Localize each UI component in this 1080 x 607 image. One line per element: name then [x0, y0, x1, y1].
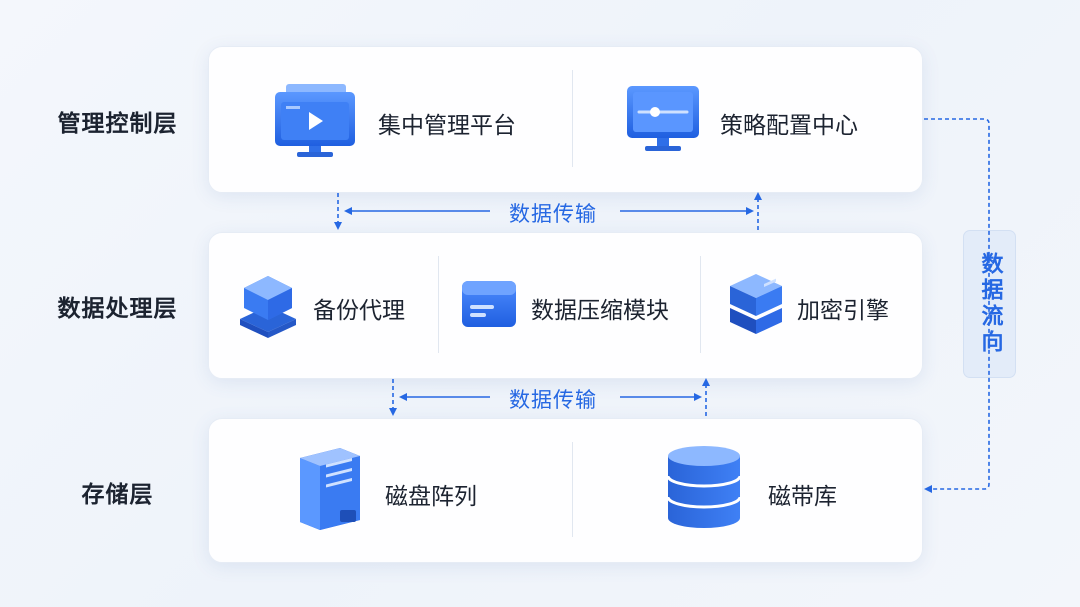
encryption-engine-label: 加密引擎 — [797, 298, 889, 324]
data-transfer-label-lower: 数据传输 — [509, 388, 597, 412]
database-icon — [666, 446, 742, 528]
central-management-platform-label: 集中管理平台 — [378, 113, 516, 139]
management-divider — [572, 70, 573, 167]
processing-divider-1 — [438, 256, 439, 353]
storage-divider — [572, 442, 573, 537]
encryption-stack-icon — [730, 274, 782, 334]
stacked-layers-icon — [240, 276, 296, 338]
data-flow-box: 数据流向 — [963, 230, 1016, 378]
monitor-play-icon — [275, 84, 355, 157]
data-transfer-label-upper: 数据传输 — [509, 202, 597, 226]
processing-layer-panel — [208, 232, 923, 379]
processing-layer-label: 数据处理层 — [57, 296, 178, 322]
backup-agent-label: 备份代理 — [313, 298, 405, 324]
monitor-slider-icon — [627, 86, 699, 151]
disk-array-label: 磁盘阵列 — [385, 484, 477, 510]
processing-divider-2 — [700, 256, 701, 353]
server-tower-icon — [300, 448, 360, 530]
data-compression-module-label: 数据压缩模块 — [531, 298, 669, 324]
data-flow-label: 数据流向 — [977, 252, 1003, 356]
server-box-icon — [462, 281, 516, 327]
management-layer-label: 管理控制层 — [57, 111, 178, 137]
storage-layer-label: 存储层 — [81, 482, 154, 508]
policy-config-center-label: 策略配置中心 — [720, 113, 858, 139]
tape-library-label: 磁带库 — [768, 484, 837, 510]
